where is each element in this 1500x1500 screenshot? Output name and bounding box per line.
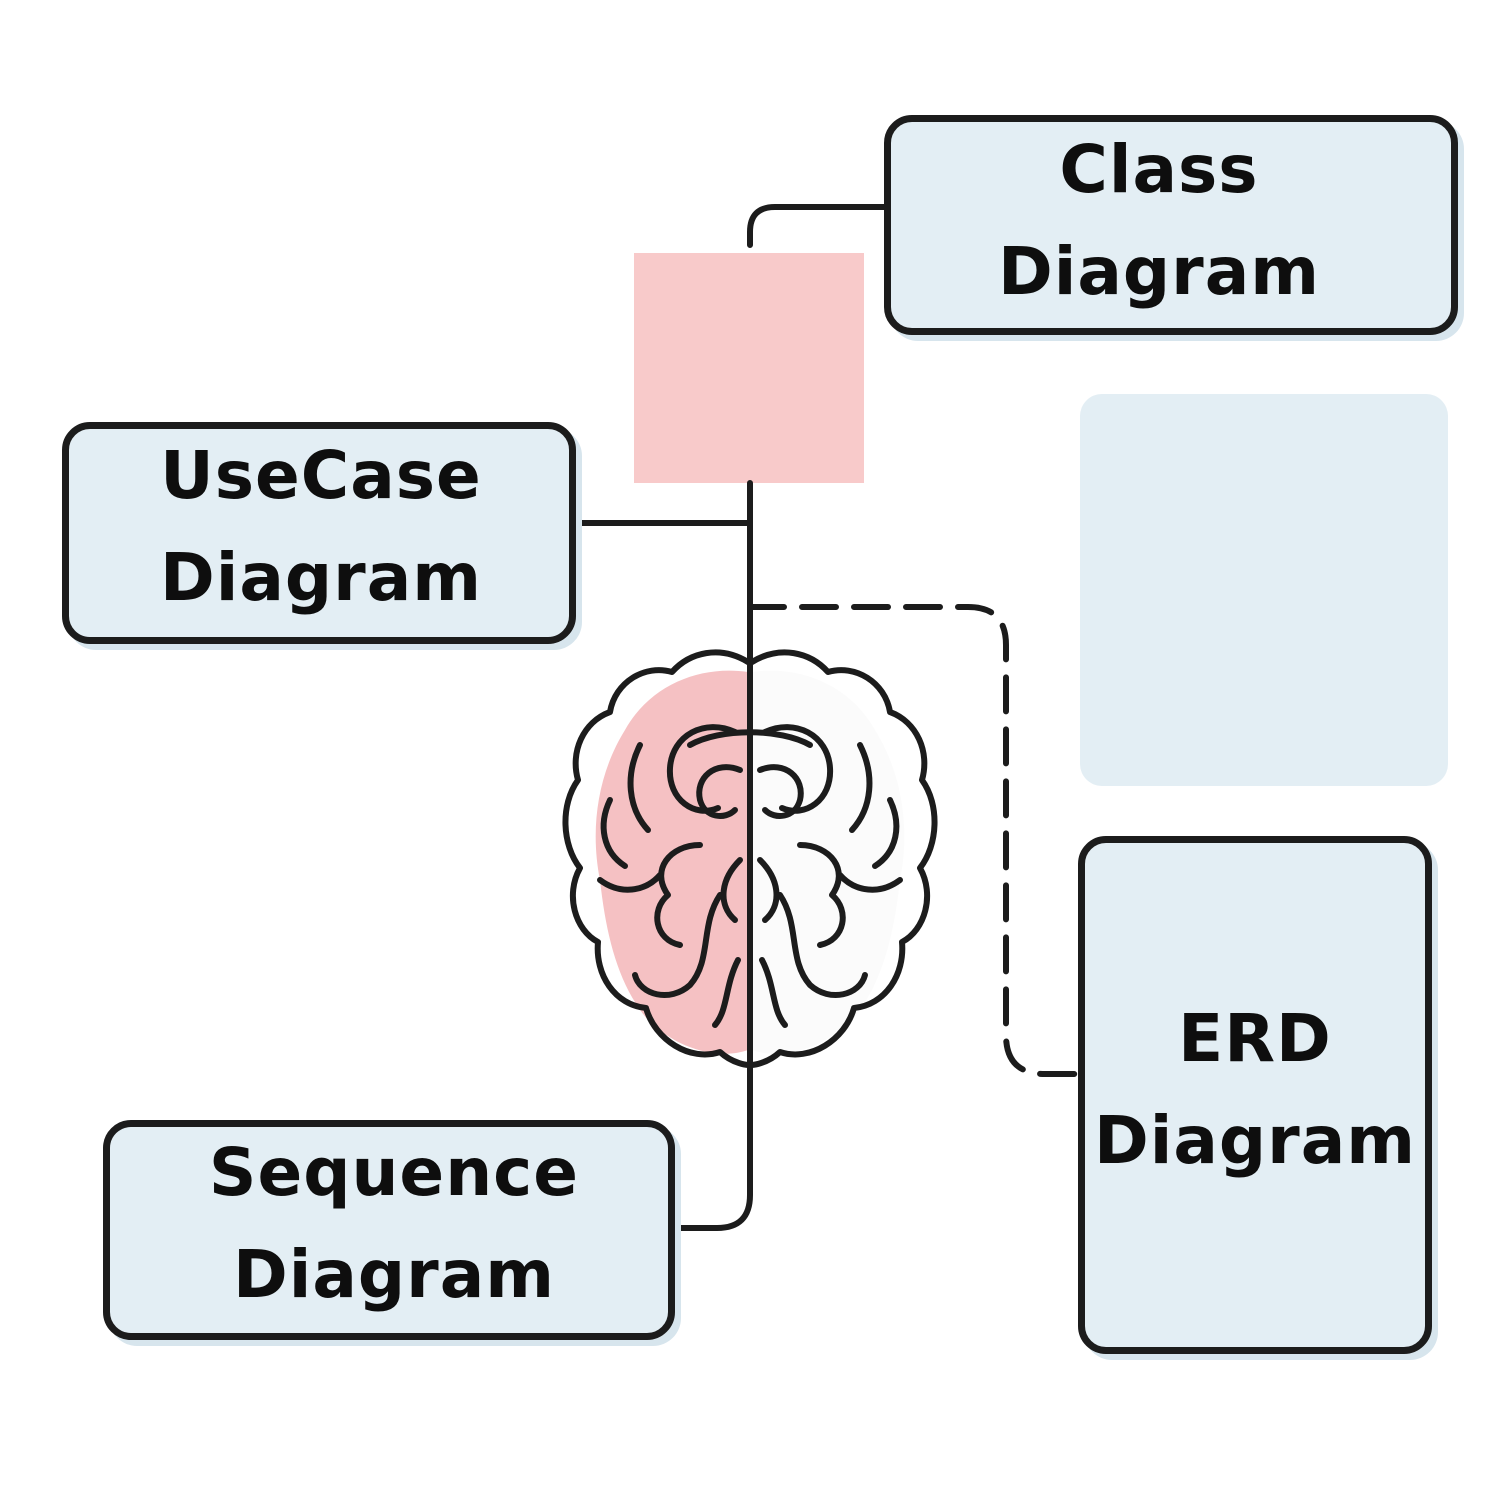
brain-fold xyxy=(757,764,804,819)
erd-diagram-node: ERD Diagram xyxy=(1078,836,1432,1354)
erd-diagram-label-line1: ERD xyxy=(1178,999,1332,1077)
brain-fold xyxy=(696,764,743,819)
brain-fold xyxy=(600,797,628,869)
brain-fold xyxy=(654,842,703,948)
brain-fold xyxy=(597,872,663,893)
sequence-diagram-node: Sequence Diagram xyxy=(103,1120,675,1340)
sequence-diagram-label: Sequence Diagram xyxy=(209,1122,579,1327)
erd-diagram-label: ERD Diagram xyxy=(1094,988,1416,1193)
brain-fold xyxy=(720,857,743,923)
brain-right-outline xyxy=(749,649,938,1068)
brain-icon xyxy=(562,649,938,1068)
brain-left-outline xyxy=(562,649,751,1068)
brain-fold xyxy=(797,842,846,948)
connector-spine xyxy=(672,480,753,1231)
class-diagram-label: Class Diagram xyxy=(998,119,1320,324)
brain-fold xyxy=(849,742,873,833)
brain-fold xyxy=(762,724,834,814)
connector-erd-dashed xyxy=(747,604,1081,1077)
brain-fold xyxy=(757,857,780,923)
sequence-diagram-label-line1: Sequence xyxy=(208,1133,580,1211)
brain-fold xyxy=(837,872,903,893)
sequence-diagram-label-line2: Diagram xyxy=(232,1236,556,1313)
erd-diagram-label-line2: Diagram xyxy=(1093,1102,1417,1179)
class-diagram-label-line2: Diagram xyxy=(997,233,1321,310)
brain-bridge xyxy=(687,729,813,748)
class-diagram-node: Class Diagram xyxy=(884,115,1458,335)
connector-class xyxy=(747,204,887,248)
pink-square-decoration xyxy=(634,253,864,483)
brain-fold xyxy=(627,742,651,833)
blue-panel-decoration xyxy=(1080,394,1448,786)
usecase-diagram-node: UseCase Diagram xyxy=(62,422,576,644)
brain-fold xyxy=(777,892,868,998)
class-diagram-label-line1: Class xyxy=(1059,130,1259,208)
brain-fold xyxy=(632,892,723,998)
usecase-diagram-label: UseCase Diagram xyxy=(160,425,482,630)
usecase-diagram-label-line1: UseCase xyxy=(160,436,482,514)
usecase-diagram-label-line2: Diagram xyxy=(159,539,483,616)
brain-fold xyxy=(666,724,738,814)
connectors xyxy=(573,204,1081,1231)
brain-fold xyxy=(712,957,741,1028)
brain-fold xyxy=(759,957,788,1028)
brain-fold xyxy=(872,797,900,869)
